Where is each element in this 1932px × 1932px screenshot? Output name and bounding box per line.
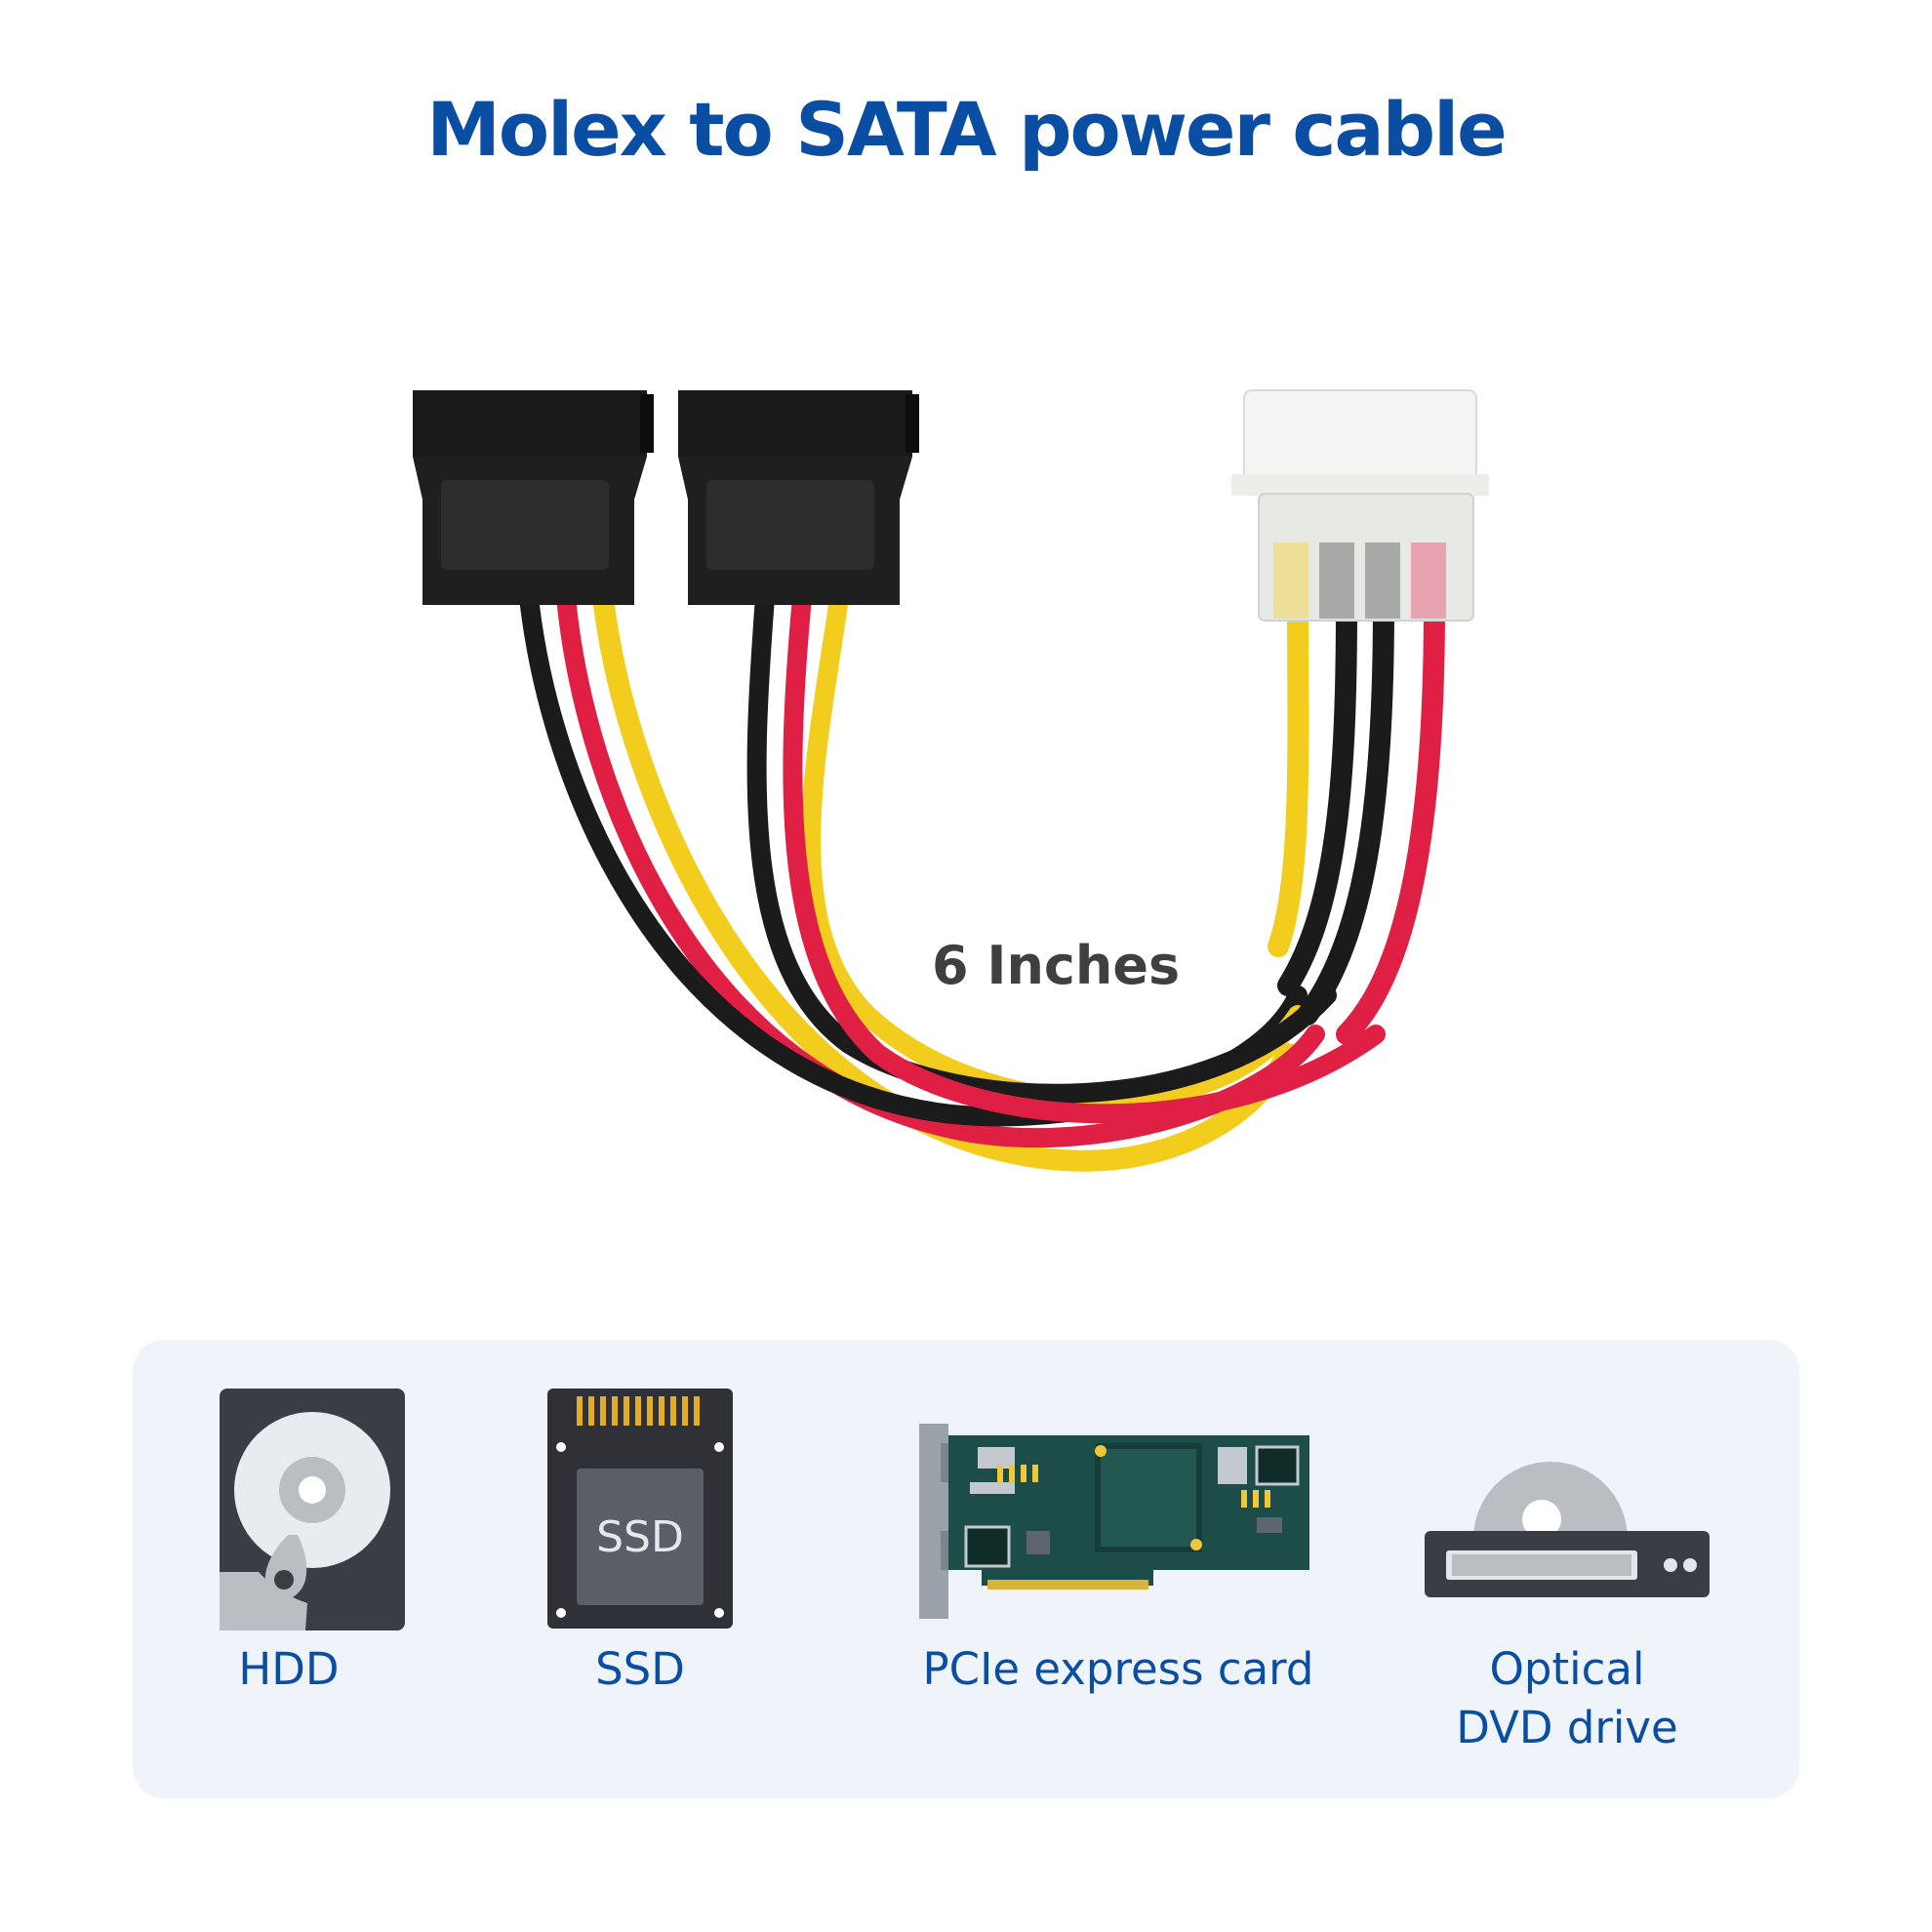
ssd-chip-text: SSD	[596, 1512, 684, 1562]
ssd-icon: SSD	[547, 1389, 733, 1629]
device-optical-drive: Optical DVD drive	[1401, 1340, 1733, 1798]
device-label-optical-drive: Optical DVD drive	[1456, 1643, 1678, 1753]
compatible-devices-panel: HDD SSD SSD	[133, 1340, 1799, 1798]
pcie-card-icon	[919, 1424, 1309, 1619]
wire-black-right	[746, 587, 1337, 1104]
device-label-pcie-card: PCIe express card	[922, 1643, 1314, 1695]
device-hdd: HDD	[172, 1340, 406, 1798]
sata-connector-right	[678, 390, 919, 605]
wire-red-right	[783, 587, 1386, 1124]
optical-drive-icon	[1425, 1462, 1710, 1597]
wire-red-molex	[1336, 594, 1445, 1045]
wire-black-molex-1	[1277, 594, 1357, 996]
device-label-ssd: SSD	[595, 1643, 685, 1695]
device-ssd: SSD SSD	[523, 1340, 757, 1798]
molex-connector	[1231, 389, 1489, 622]
hdd-icon	[220, 1389, 405, 1630]
wire-yellow-molex	[1268, 594, 1309, 957]
sata-connector-left	[413, 390, 654, 605]
device-pcie-card: PCIe express card	[904, 1340, 1333, 1798]
cable-illustration	[413, 389, 1489, 1172]
wire-bundle	[519, 586, 1445, 1172]
device-label-hdd: HDD	[238, 1643, 340, 1695]
wire-yellow-right	[801, 587, 1308, 1110]
wire-black-molex-2	[1297, 594, 1394, 1026]
page-title: Molex to SATA power cable	[426, 86, 1507, 173]
cable-length-label: 6 Inches	[932, 935, 1181, 996]
